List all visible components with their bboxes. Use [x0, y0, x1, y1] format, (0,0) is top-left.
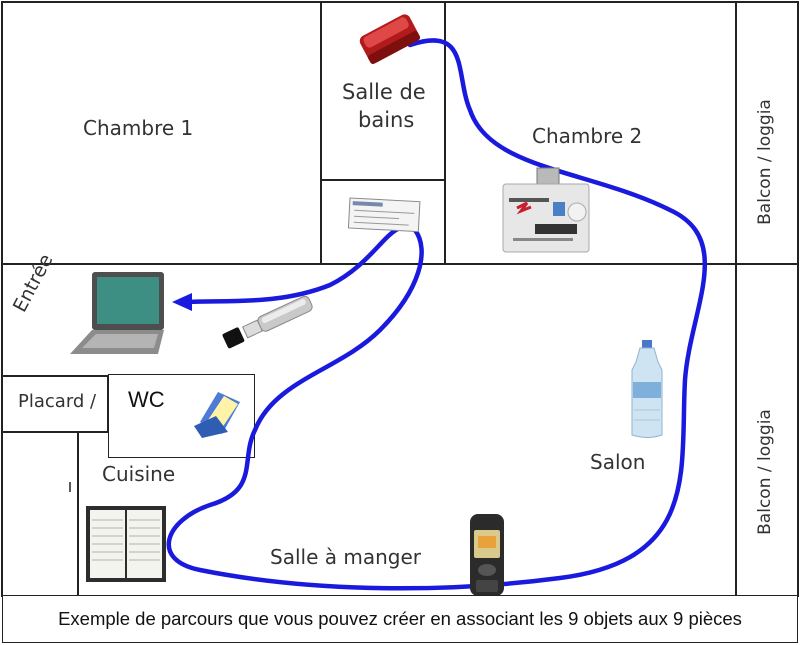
usb-key-icon [222, 295, 313, 349]
badge-icon [502, 167, 590, 253]
label-salle-de-bains-line1: Salle de [342, 80, 426, 104]
wallet-icon [359, 14, 421, 64]
agenda-icon [86, 506, 166, 582]
laptop-icon [70, 272, 164, 354]
label-balcon-top: Balcon / loggia [755, 99, 775, 225]
label-balcon-bottom: Balcon / loggia [755, 409, 775, 535]
label-salle-a-manger: Salle à manger [270, 545, 421, 569]
mobile-phone-icon [470, 514, 504, 596]
document-icon [194, 392, 240, 438]
label-chambre-2: Chambre 2 [532, 124, 643, 148]
label-salon: Salon [590, 450, 646, 474]
route-arrowhead [172, 293, 192, 311]
water-bottle-icon [631, 340, 663, 438]
label-salle-de-bains-line2: bains [358, 108, 415, 132]
caption: Exemple de parcours que vous pouvez crée… [2, 595, 798, 643]
label-chambre-1: Chambre 1 [83, 116, 194, 140]
label-placard: Placard / [18, 391, 97, 412]
label-wc: WC [128, 387, 165, 412]
label-cuisine: Cuisine [102, 462, 176, 486]
check-icon [347, 197, 421, 233]
room-wc-box [108, 374, 255, 458]
